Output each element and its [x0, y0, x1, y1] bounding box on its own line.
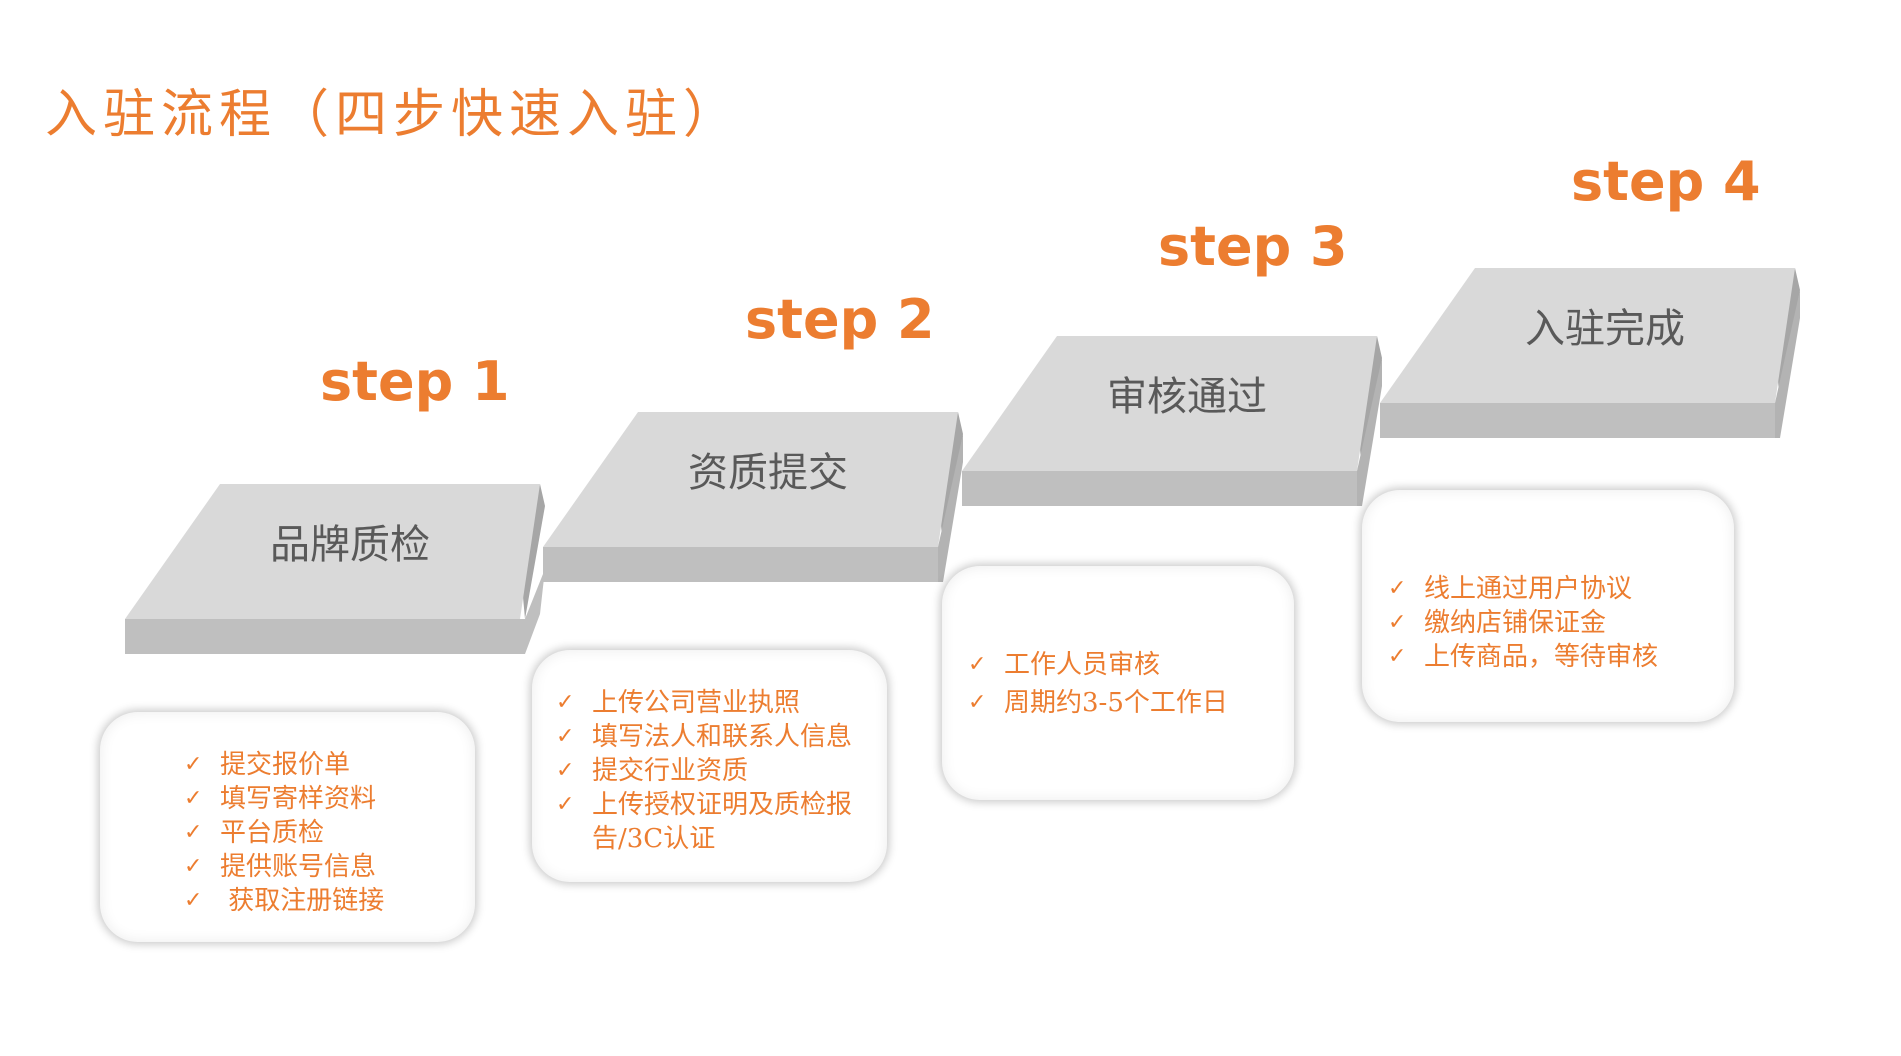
- check-icon: ✓: [1388, 610, 1407, 635]
- check-icon: ✓: [1388, 576, 1407, 601]
- step-4-list: ✓线上通过用户协议 ✓缴纳店铺保证金 ✓上传商品，等待审核: [1388, 572, 1716, 674]
- list-item: ✓线上通过用户协议: [1388, 574, 1633, 604]
- step-3-label: step 3: [1158, 215, 1348, 278]
- list-item: ✓填写法人和联系人信息: [556, 722, 853, 752]
- platform-block-shape: [962, 336, 1382, 506]
- check-icon: ✓: [968, 652, 987, 677]
- list-item: ✓提交报价单: [184, 750, 351, 780]
- list-item: ✓提交行业资质: [556, 756, 749, 786]
- list-item: ✓缴纳店铺保证金: [1388, 608, 1607, 638]
- list-item: ✓提供账号信息: [184, 852, 377, 882]
- step-1-label: step 1: [320, 350, 510, 413]
- check-icon: ✓: [556, 690, 575, 715]
- list-item: ✓平台质检: [184, 818, 325, 848]
- check-icon: ✓: [556, 792, 575, 817]
- platform-block-shape: [543, 412, 963, 582]
- check-icon: ✓: [556, 724, 575, 749]
- step-3-card: ✓工作人员审核 ✓周期约3-5个工作日: [942, 566, 1294, 800]
- step-4-card: ✓线上通过用户协议 ✓缴纳店铺保证金 ✓上传商品，等待审核: [1362, 490, 1734, 722]
- step-2-list: ✓上传公司营业执照 ✓填写法人和联系人信息 ✓提交行业资质 ✓上传授权证明及质检…: [556, 686, 869, 856]
- list-item: ✓上传授权证明及质检报告/3C认证: [556, 790, 853, 854]
- platform-label: 入驻完成: [1525, 306, 1685, 352]
- check-icon: ✓: [184, 820, 203, 845]
- list-item: ✓周期约3-5个工作日: [968, 688, 1228, 718]
- check-icon: ✓: [184, 854, 203, 879]
- platform-block-shape: [125, 484, 545, 654]
- step-2-label: step 2: [745, 288, 935, 351]
- platform-block-shape: [1380, 268, 1800, 438]
- step-2-platform: 资质提交: [543, 412, 963, 582]
- step-1-platform: 品牌质检: [125, 484, 545, 654]
- step-4-platform: 入驻完成: [1380, 268, 1800, 438]
- list-item: ✓上传商品，等待审核: [1388, 642, 1659, 672]
- platform-label: 审核通过: [1107, 374, 1267, 420]
- check-icon: ✓: [184, 786, 203, 811]
- step-3-list: ✓工作人员审核 ✓周期约3-5个工作日: [968, 648, 1276, 720]
- check-icon: ✓: [968, 690, 987, 715]
- step-2-card: ✓上传公司营业执照 ✓填写法人和联系人信息 ✓提交行业资质 ✓上传授权证明及质检…: [532, 650, 887, 882]
- platform-label: 品牌质检: [270, 522, 430, 568]
- list-item: ✓填写寄样资料: [184, 784, 377, 814]
- step-3-platform: 审核通过: [962, 336, 1382, 506]
- check-icon: ✓: [184, 888, 203, 913]
- step-1-list: ✓提交报价单 ✓填写寄样资料 ✓平台质检 ✓提供账号信息 ✓ 获取注册链接: [184, 748, 455, 918]
- check-icon: ✓: [1388, 644, 1407, 669]
- step-1-card: ✓提交报价单 ✓填写寄样资料 ✓平台质检 ✓提供账号信息 ✓ 获取注册链接: [100, 712, 475, 942]
- check-icon: ✓: [556, 758, 575, 783]
- step-4-label: step 4: [1571, 150, 1761, 213]
- list-item: ✓ 获取注册链接: [184, 886, 385, 916]
- page-title: 入驻流程（四步快速入驻）: [45, 85, 742, 145]
- platform-label: 资质提交: [688, 450, 848, 496]
- check-icon: ✓: [184, 752, 203, 777]
- list-item: ✓工作人员审核: [968, 650, 1161, 680]
- list-item: ✓上传公司营业执照: [556, 688, 801, 718]
